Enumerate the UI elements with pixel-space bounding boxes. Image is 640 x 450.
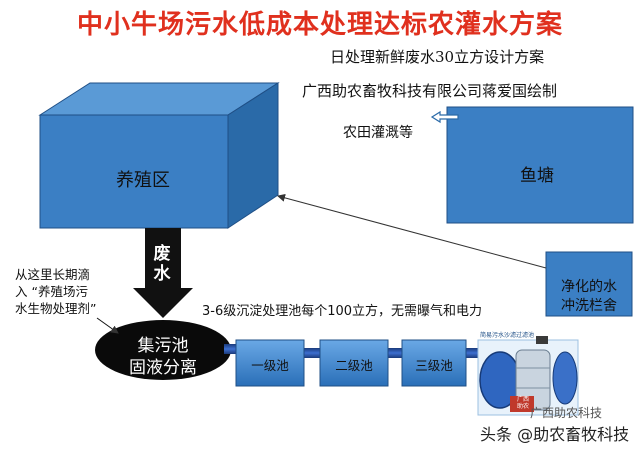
dosing-arrow: [96, 317, 119, 334]
dosing-note-line-1: 从这里长期滴: [15, 267, 91, 282]
author-subtitle: 广西助农畜牧科技有限公司蒋爱国绘制: [302, 82, 558, 100]
filter-badge: 广西 助农: [511, 396, 535, 410]
breeding-area-label: 养殖区: [116, 170, 170, 191]
waste-water-char-1: 废: [153, 244, 171, 264]
waste-water-arrow: [133, 228, 193, 318]
collection-tank: [95, 320, 231, 380]
dosing-note-line-3: 水生物处理剂”: [15, 301, 97, 316]
collection-tank-line-1: 集污池: [137, 336, 189, 356]
collection-tank-label: 集污池 固液分离: [98, 335, 228, 379]
watermark: 头条 @助农畜牧科技: [480, 425, 630, 444]
page-title: 中小牛场污水低成本处理达标农灌水方案: [76, 10, 563, 40]
dosing-note-line-2: 入 “养殖场污: [15, 284, 88, 299]
tank-level-3: [401, 339, 467, 387]
collection-tank-line-2: 固液分离: [129, 358, 197, 378]
breeding-area-box: [38, 82, 280, 229]
fish-pond-box: [446, 106, 634, 224]
tank-1-label: 一级池: [251, 358, 289, 373]
filter-badge-line-2: 助农: [516, 403, 529, 410]
pipe-collect-to-tank1: [224, 344, 238, 354]
tank-3-label: 三级池: [415, 358, 453, 373]
purified-water-line-2: 冲洗栏舍: [561, 298, 617, 314]
filter-badge-line-1: 广西: [516, 396, 529, 403]
watermark-faint: 广西助农科技: [530, 406, 603, 420]
fish-pond-label: 鱼塘: [520, 166, 554, 186]
sand-filter-illustration: [477, 336, 579, 416]
farm-irrigation-label: 农田灌溉等: [343, 125, 413, 141]
purified-water-line-1: 净化的水: [561, 279, 617, 295]
purified-water-label: 净化的水 冲洗栏舍: [548, 278, 630, 316]
waste-water-label: 废 水: [150, 244, 174, 284]
dosing-note: 从这里长期滴 入 “养殖场污 水生物处理剂”: [15, 266, 135, 317]
capacity-subtitle: 日处理新鲜废水30立方设计方案: [330, 48, 545, 66]
pipe-tank3-to-filter: [464, 348, 478, 358]
tank-2-label: 二级池: [335, 358, 373, 373]
flush-return-arrow: [277, 193, 547, 269]
pipe-tank2-to-tank3: [386, 348, 406, 358]
purified-water-box: [545, 251, 633, 317]
waste-water-char-2: 水: [153, 264, 171, 284]
sedimentation-note: 3-6级沉淀处理池每个100立方，无需曝气和电力: [202, 304, 483, 319]
irrigation-arrow: [430, 110, 459, 124]
tank-level-2: [319, 339, 389, 387]
tank-level-1: [235, 339, 305, 387]
filter-caption: 简易污水沙滤过滤池: [480, 332, 535, 339]
pipe-tank1-to-tank2: [304, 348, 320, 358]
